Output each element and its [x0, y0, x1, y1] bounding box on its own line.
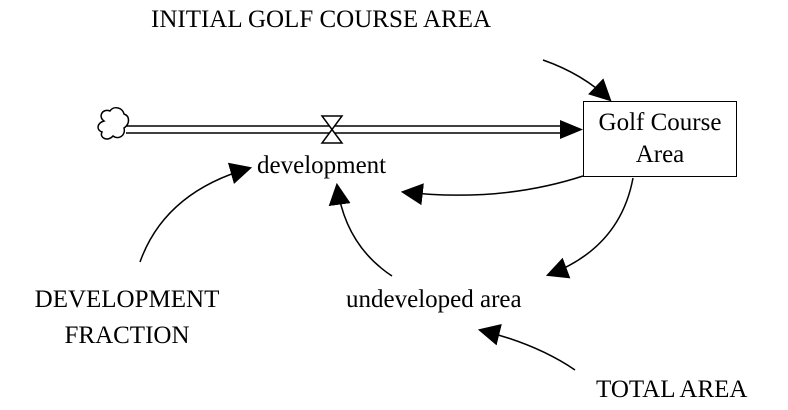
golf-course-area-stock: Golf Course Area [583, 101, 737, 177]
development-fraction-line1: DEVELOPMENT [34, 286, 220, 313]
arrow-fraction-to-development [139, 162, 253, 263]
arrow-initial-to-stock [542, 59, 612, 102]
flow-pipe [126, 120, 583, 139]
development-fraction-line2: FRACTION [64, 322, 190, 349]
arrow-total-to-undeveloped [477, 324, 576, 371]
initial-golf-course-area-label: INITIAL GOLF COURSE AREA [151, 6, 492, 33]
cloud-source-icon [97, 106, 130, 140]
arrow-stock-to-development [400, 175, 584, 206]
arrow-undeveloped-to-development [328, 182, 393, 277]
development-flow-label: development [257, 152, 387, 179]
stock-label-line2: Area [635, 141, 685, 168]
total-area-label: TOTAL AREA [596, 376, 748, 403]
stock-label-line1: Golf Course [598, 109, 722, 136]
arrow-stock-to-undeveloped [545, 177, 634, 279]
undeveloped-area-label: undeveloped area [346, 286, 522, 313]
valve-icon [320, 115, 344, 144]
